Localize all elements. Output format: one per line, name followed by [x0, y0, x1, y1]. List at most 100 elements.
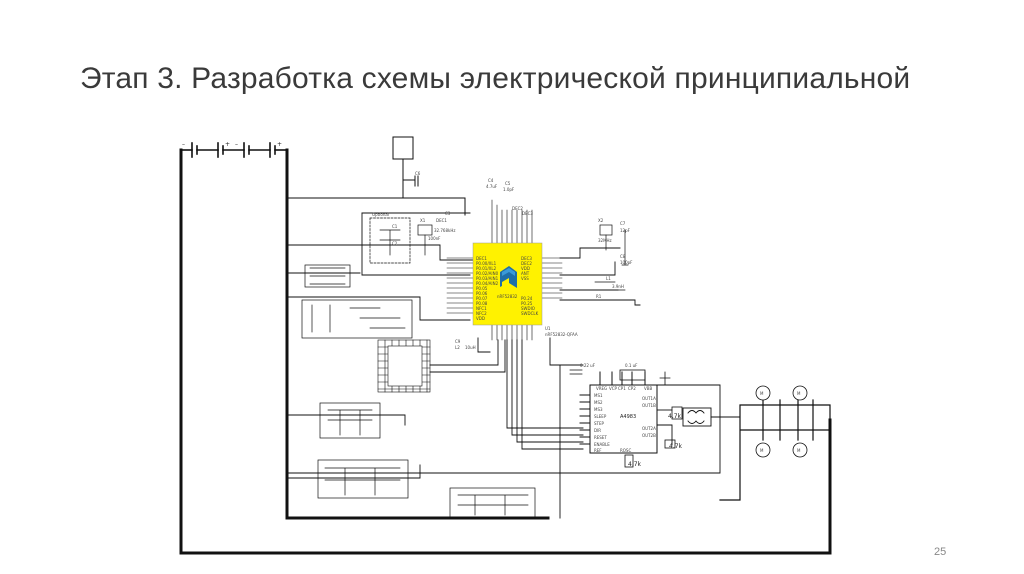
- mcu-package-label: nRF52832-QFAA: [545, 332, 578, 337]
- svg-text:100nF: 100nF: [428, 236, 441, 241]
- svg-text:M: M: [797, 391, 801, 396]
- svg-text:NFC1: NFC1: [476, 306, 487, 311]
- svg-text:4.7uF: 4.7uF: [486, 184, 498, 189]
- svg-text:0.22 uF: 0.22 uF: [580, 363, 596, 368]
- driver-labels: A4983 MS1 MS2 MS3 SLEEP STEP DIR RESET E…: [580, 363, 683, 468]
- mcu-highlight: [472, 242, 543, 326]
- svg-text:DIR: DIR: [594, 428, 601, 433]
- optional-crystal-block: [369, 217, 433, 264]
- stepper-motor-2: M M: [792, 385, 808, 458]
- svg-text:C1: C1: [392, 224, 398, 229]
- svg-text:P0.06: P0.06: [476, 291, 488, 296]
- svg-text:ANT: ANT: [521, 271, 530, 276]
- mcu-right-passives: [594, 224, 629, 291]
- power-regulator-block-3: [449, 487, 536, 519]
- svg-text:–: –: [235, 141, 238, 148]
- svg-text:10uH: 10uH: [465, 345, 476, 350]
- main-power-bus: [179, 148, 832, 555]
- nordic-logo-icon: [500, 266, 517, 288]
- mcu-ref-label: U1: [545, 326, 551, 331]
- svg-text:RESET: RESET: [594, 435, 607, 440]
- svg-text:P0.08: P0.08: [476, 301, 488, 306]
- svg-text:C2: C2: [392, 241, 398, 246]
- svg-text:VCP: VCP: [609, 386, 618, 391]
- svg-text:REF: REF: [594, 448, 602, 453]
- mcu-left-pin-labels: DEC1 P0.00/XL1 P0.01/XL2 P0.02/AIN0 P0.0…: [476, 256, 499, 321]
- svg-text:SWDCLK: SWDCLK: [521, 311, 539, 316]
- svg-text:OUT1B: OUT1B: [642, 403, 656, 408]
- svg-text:X1: X1: [420, 218, 426, 223]
- stepper-motor-1: M M: [755, 385, 771, 458]
- svg-text:C8: C8: [620, 254, 626, 259]
- svg-text:MS3: MS3: [594, 407, 603, 412]
- svg-text:P0.01/XL2: P0.01/XL2: [476, 266, 497, 271]
- svg-text:C7: C7: [620, 221, 626, 226]
- svg-text:ROSC: ROSC: [620, 448, 631, 453]
- driver-resistors: [624, 406, 683, 468]
- svg-text:100pF: 100pF: [620, 260, 633, 265]
- mcu-left-pins: [446, 257, 474, 314]
- page-number: 25: [934, 546, 947, 558]
- svg-text:+: +: [225, 141, 230, 148]
- svg-text:+: +: [277, 141, 282, 148]
- svg-text:NFC2: NFC2: [476, 311, 487, 316]
- svg-text:VSS: VSS: [521, 276, 529, 281]
- svg-text:4.7k: 4.7k: [628, 461, 642, 468]
- svg-text:MS1: MS1: [594, 393, 603, 398]
- svg-text:VDD: VDD: [476, 316, 485, 321]
- left-subcircuit-1: [304, 264, 351, 288]
- svg-text:OUT1A: OUT1A: [642, 396, 656, 401]
- svg-text:32.768kHz: 32.768kHz: [434, 228, 455, 233]
- svg-text:R1: R1: [596, 294, 602, 299]
- svg-text:32MHz: 32MHz: [598, 238, 612, 243]
- svg-text:M: M: [760, 448, 764, 453]
- svg-text:L1: L1: [606, 276, 611, 281]
- svg-text:OUT2A: OUT2A: [642, 426, 656, 431]
- mcu-right-pin-labels: DEC3 DEC2 VDD ANT VSS P0.24 P0.25 SWDIO …: [521, 256, 539, 316]
- output-coil: [682, 407, 741, 427]
- svg-text:DEC2: DEC2: [521, 261, 532, 266]
- svg-text:P0.05: P0.05: [476, 286, 488, 291]
- a4983-driver-ic: [579, 371, 658, 454]
- svg-text:C9: C9: [455, 339, 461, 344]
- svg-text:P0.25: P0.25: [521, 301, 533, 306]
- svg-text:SWDIO: SWDIO: [521, 306, 535, 311]
- voltage-regulator: [286, 136, 466, 216]
- svg-text:P0.04/AIN2: P0.04/AIN2: [476, 281, 499, 286]
- svg-text:4.7k: 4.7k: [669, 443, 683, 450]
- svg-text:ENABLE: ENABLE: [594, 442, 610, 447]
- svg-text:0.1 uF: 0.1 uF: [625, 363, 638, 368]
- left-subcircuit-2: [301, 299, 413, 339]
- svg-text:STEP: STEP: [594, 421, 605, 426]
- svg-text:OUT2B: OUT2B: [642, 433, 656, 438]
- svg-text:1.0pF: 1.0pF: [503, 187, 515, 192]
- keypad-matrix: [377, 339, 431, 393]
- svg-text:SLEEP: SLEEP: [594, 414, 607, 419]
- svg-text:4.7k: 4.7k: [668, 413, 682, 420]
- svg-text:P0.03/AIN1: P0.03/AIN1: [476, 276, 499, 281]
- svg-text:VBB: VBB: [644, 386, 652, 391]
- battery-polarity: – + – +: [182, 141, 282, 148]
- motor-bridge: [719, 399, 831, 501]
- svg-text:DEC2: DEC2: [512, 206, 523, 211]
- svg-text:DEC1: DEC1: [476, 256, 487, 261]
- mcu-right-pins: [541, 257, 563, 299]
- svg-text:DEC3: DEC3: [522, 211, 533, 216]
- svg-text:3.9nH: 3.9nH: [612, 284, 624, 289]
- svg-text:A4983: A4983: [620, 414, 636, 420]
- svg-text:VDD: VDD: [521, 266, 530, 271]
- slide-title: Этап 3. Разработка схемы электрической п…: [80, 62, 911, 95]
- svg-text:P0.07: P0.07: [476, 296, 488, 301]
- power-regulator-block-1: [319, 402, 381, 439]
- svg-text:C4: C4: [488, 178, 494, 183]
- svg-text:M: M: [760, 391, 764, 396]
- driver-caps: [569, 369, 671, 386]
- svg-text:C6: C6: [415, 171, 421, 176]
- svg-text:P0.24: P0.24: [521, 296, 533, 301]
- svg-text:VREG: VREG: [596, 386, 607, 391]
- svg-text:P0.02/AIN0: P0.02/AIN0: [476, 271, 499, 276]
- svg-text:–: –: [182, 141, 185, 148]
- svg-text:CP2: CP2: [628, 386, 636, 391]
- power-regulator-block-2: [317, 459, 409, 499]
